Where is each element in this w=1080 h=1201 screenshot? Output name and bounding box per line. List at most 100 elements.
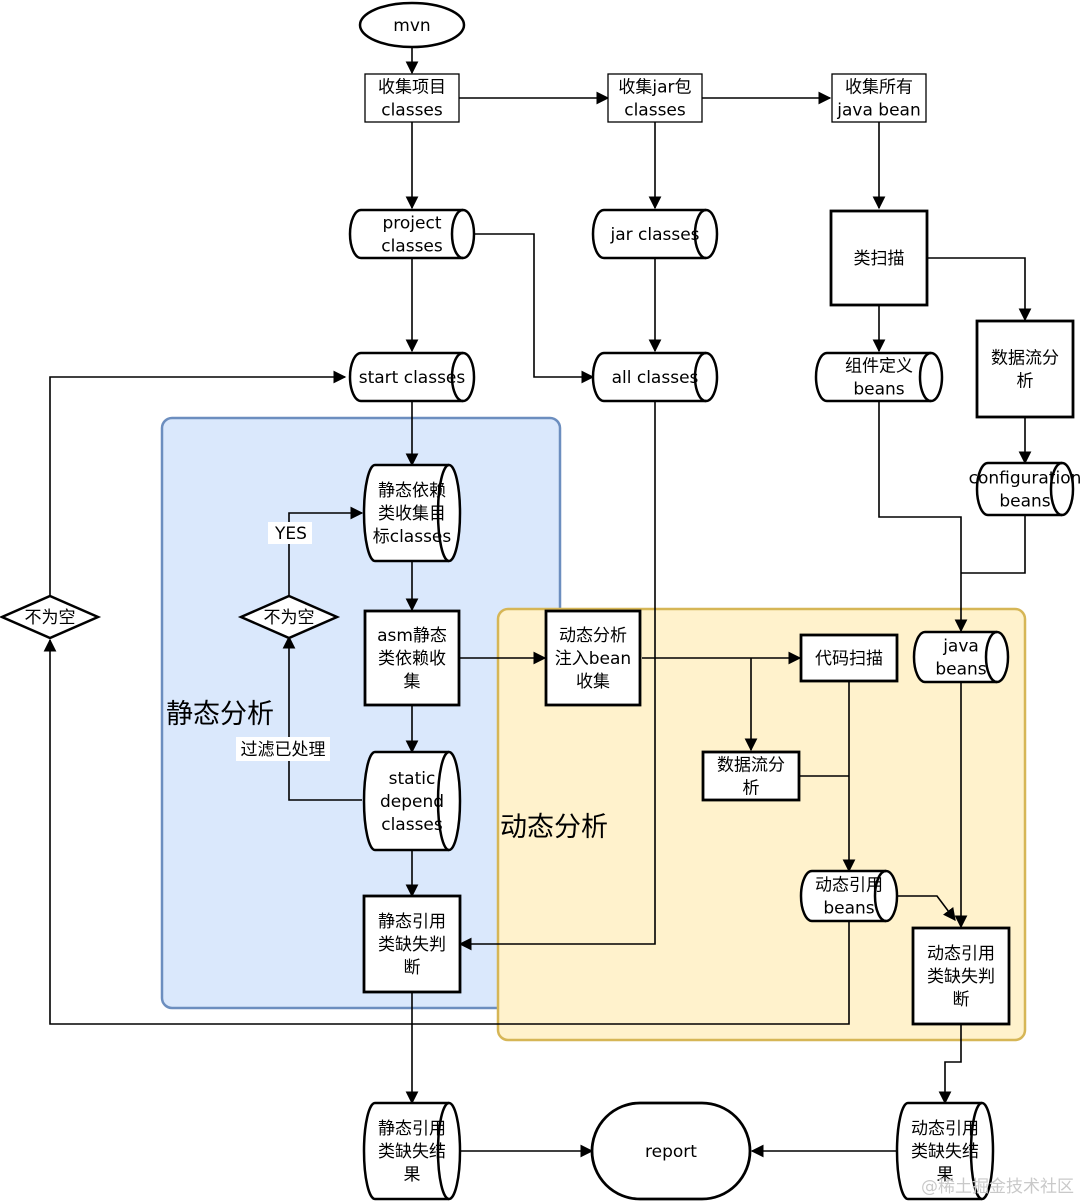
filter-label-bg [236, 737, 330, 761]
configuration-beans-cylinder-rim [1049, 461, 1063, 517]
dynamic-result-label-line: 类缺失结 [911, 1142, 979, 1162]
edge-static-depend-to-not-empty-inner [282, 635, 362, 801]
component-beans-label-line: 组件定义 [845, 357, 913, 377]
node-all-classes: all classes [591, 351, 719, 403]
static-target-label-line: 标classes [373, 527, 452, 547]
node-class-scan: 类扫描 [829, 209, 929, 307]
node-code-scan: 代码扫描 [799, 633, 899, 683]
configuration-beans-label-line: beans [999, 492, 1050, 512]
static-result-label-line: 果 [404, 1165, 421, 1185]
dataflow-right-box [975, 319, 1075, 419]
node-jar-classes: jar classes [591, 208, 719, 260]
edge-not-empty-inner-to-static-target [288, 506, 364, 595]
edge-project-classes-to-all-classes [475, 233, 595, 384]
code-scan-box [799, 633, 899, 683]
static-missing-label-line: 静态引用 [378, 912, 446, 932]
dynamic-missing-label-line: 断 [953, 990, 970, 1010]
node-collect-bean: 收集所有 java bean [831, 73, 927, 123]
mvn-ellipse [358, 1, 466, 49]
collect-bean-label-line: 收集所有 [845, 78, 913, 98]
dataflow-mid-label-line: 数据流分 [717, 756, 785, 776]
code-scan-label-line: 代码扫描 [815, 649, 883, 669]
dataflow-mid-box [701, 750, 801, 802]
static-missing-label-line: 断 [404, 958, 421, 978]
watermark-text: @稀土掘金技术社区 [921, 1177, 1074, 1197]
static-target-label-line: 类收集目 [378, 504, 446, 524]
node-not-empty-left: 不为空 [0, 594, 102, 640]
collect-project-label-line: classes [381, 101, 443, 121]
dynamic-inject-label-line: 动态分析 [559, 626, 627, 646]
node-start-classes: start classes [348, 351, 476, 403]
dynamic-inject-box [544, 609, 642, 707]
edge-dynamic-ref-beans-to-dynamic-missing [898, 895, 956, 922]
collect-jar-label-line: classes [624, 101, 686, 121]
dynamic-result-label-line: 动态引用 [911, 1119, 979, 1139]
collect-bean-label-line: java bean [836, 101, 920, 121]
class-scan-box [829, 209, 929, 307]
dynamic-missing-box [911, 926, 1011, 1026]
dynamic-result-label-line: 果 [937, 1165, 954, 1185]
edges [43, 46, 1032, 1158]
jar-classes-label-line: jar classes [609, 225, 699, 245]
dataflow-right-label-line: 数据流分 [991, 349, 1059, 369]
node-component-beans: 组件定义 beans [814, 351, 944, 403]
edge-not-empty-left-to-start-classes [49, 370, 347, 595]
edge-configuration-beans-to-java-beans [961, 515, 1026, 574]
node-report: report [590, 1101, 752, 1201]
static-missing-box [362, 894, 462, 994]
static-target-cylinder-rim [436, 463, 450, 563]
asm-collect-label-line: 集 [404, 672, 421, 692]
java-beans-cylinder-rim [984, 630, 998, 684]
asm-collect-label-line: asm静态 [377, 626, 447, 646]
node-configuration-beans: configuration beans [969, 461, 1080, 517]
filter-edge-label: 过滤已处理 [241, 740, 326, 760]
component-beans-label-line: beans [853, 380, 904, 400]
not-empty-inner-diamond [237, 594, 341, 640]
collect-jar-label-line: 收集jar包 [618, 78, 691, 98]
dynamic-ref-beans-label-line: beans [823, 899, 874, 919]
static-zone-label: 静态分析 [166, 699, 274, 730]
node-collect-jar: 收集jar包 classes [607, 73, 703, 123]
collect-project-label-line: 收集项目 [378, 78, 446, 98]
mvn-label-line: mvn [393, 16, 430, 36]
dataflow-right-label-line: 析 [1017, 372, 1034, 392]
report-terminator [590, 1101, 752, 1201]
java-beans-label-line: java [942, 637, 979, 657]
dynamic-inject-label-line: 注入bean [555, 649, 631, 669]
not-empty-left-label-line: 不为空 [25, 608, 76, 628]
static-result-cylinder-rim [436, 1101, 450, 1201]
configuration-beans-label-line: configuration [969, 469, 1080, 489]
node-collect-project: 收集项目 classes [364, 73, 460, 123]
static-result-label-line: 类缺失结 [378, 1142, 446, 1162]
static-depend-label-line: classes [381, 815, 443, 835]
yes-edge-label: YES [274, 524, 307, 544]
collect-project-box [364, 73, 460, 123]
dynamic-zone-label: 动态分析 [500, 812, 608, 843]
jar-classes-cylinder-rim [693, 208, 707, 260]
node-not-empty-inner: 不为空 [237, 594, 341, 640]
static-missing-label-line: 类缺失判 [378, 935, 446, 955]
dynamic-missing-label-line: 动态引用 [927, 944, 995, 964]
dynamic-ref-beans-cylinder-rim [873, 869, 887, 923]
collect-jar-box [607, 73, 703, 123]
edge-dynamic-ref-beans-to-not-empty-left [43, 638, 850, 1025]
dataflow-mid-label-line: 析 [743, 779, 760, 799]
report-label-line: report [645, 1142, 697, 1162]
dynamic-ref-beans-label-line: 动态引用 [815, 876, 883, 896]
edge-all-classes-to-static-missing [458, 402, 656, 951]
class-scan-label-line: 类扫描 [854, 249, 905, 269]
edge-component-beans-to-java-beans [878, 402, 968, 633]
dynamic-result-cylinder-rim [969, 1101, 983, 1201]
all-classes-label-line: all classes [612, 368, 699, 388]
